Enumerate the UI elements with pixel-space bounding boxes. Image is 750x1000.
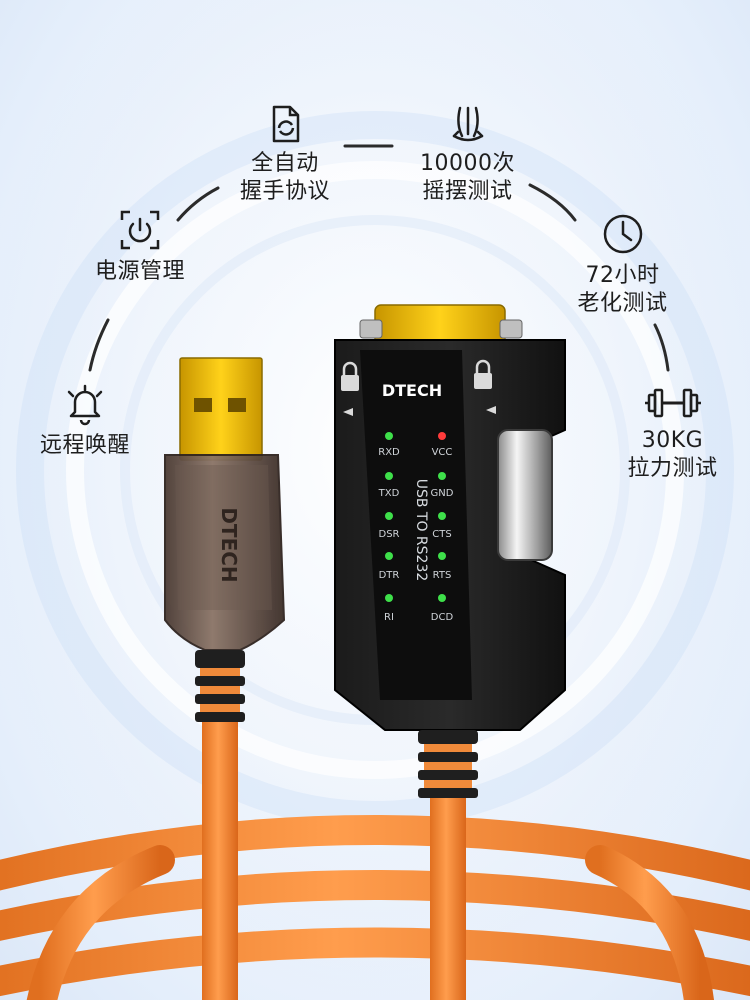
feature-line-2: 摇摆测试 [422, 179, 513, 204]
pin-label-right: GND [431, 488, 454, 499]
feature-line-1: 远程唤醒 [39, 433, 130, 458]
pin-label-right: RTS [433, 570, 452, 581]
led-left-column [385, 432, 393, 602]
feature-line-1: 电源管理 [94, 259, 185, 284]
feature-line-2: 老化测试 [577, 291, 668, 316]
adapter-body: DTECH USB TO RS232 RXD TXD DSR DTR RI [334, 339, 566, 798]
pin-label-right: DCD [431, 612, 454, 623]
plug-brand: DTECH [217, 507, 241, 582]
document-sync-icon [272, 105, 300, 143]
feature-tension: 30KG 拉力测试 [610, 385, 735, 483]
usb-plug: DTECH [164, 357, 286, 722]
device-label: USB TO RS232 [413, 479, 429, 582]
feature-aging: 72小时 老化测试 [560, 212, 685, 318]
pin-label-right: CTS [432, 529, 451, 540]
device-brand: DTECH [382, 381, 442, 400]
bell-icon [67, 384, 103, 426]
clock-icon [603, 214, 642, 254]
power-icon [120, 210, 160, 250]
pin-label-right: VCC [432, 447, 453, 458]
feature-line-1: 30KG [641, 428, 704, 453]
dumbbell-icon [644, 388, 701, 418]
pin-label-left: RXD [378, 447, 400, 458]
feature-line-1: 全自动 [251, 151, 319, 176]
swing-arrow-icon [452, 106, 483, 142]
db9-connector [359, 304, 523, 348]
pin-label-left: RI [384, 612, 394, 623]
feature-handshake: 全自动 握手协议 [225, 104, 345, 206]
led-right-column [438, 432, 446, 602]
feature-line-2: 握手协议 [239, 179, 330, 204]
pin-label-left: TXD [378, 488, 400, 499]
feature-power: 电源管理 [75, 208, 205, 286]
feature-line-2: 拉力测试 [627, 456, 718, 481]
feature-wake: 远程唤醒 [20, 382, 150, 460]
pin-label-left: DTR [379, 570, 400, 581]
feature-line-1: 72小时 [585, 263, 660, 288]
pin-label-left: DSR [379, 529, 400, 540]
feature-swing: 10000次 摇摆测试 [405, 104, 530, 206]
feature-line-1: 10000次 [420, 151, 515, 176]
